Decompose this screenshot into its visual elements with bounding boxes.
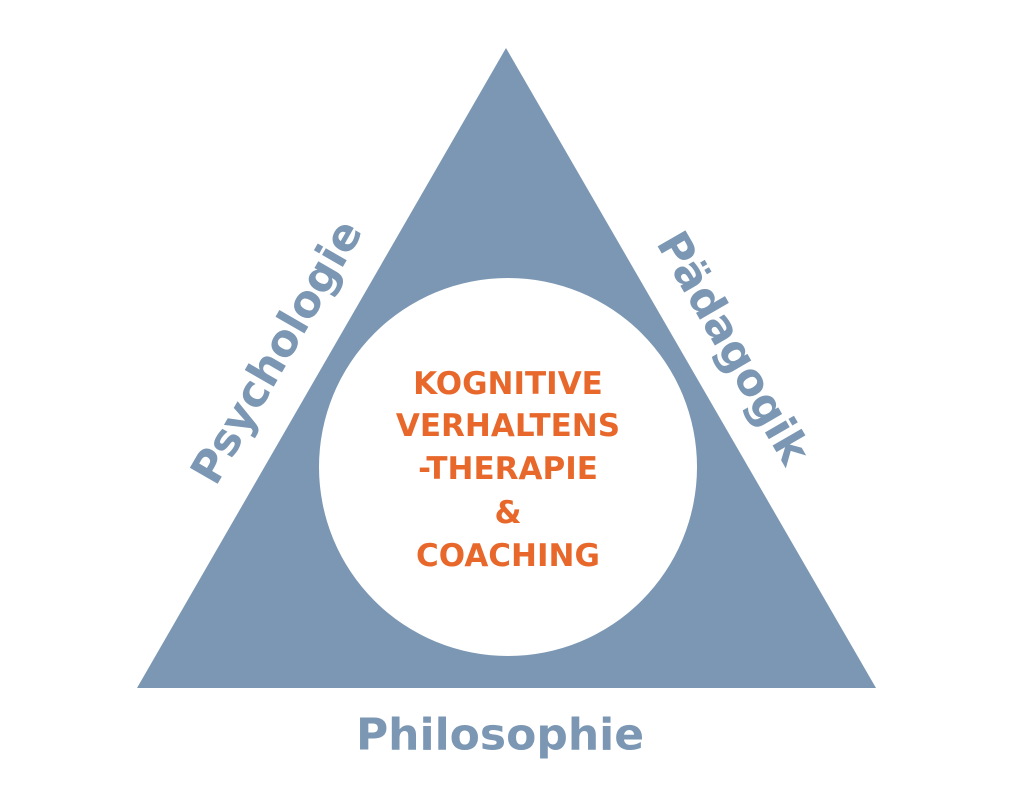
center-line-3: -THERAPIE: [418, 451, 598, 487]
center-text-block: KOGNITIVE VERHALTENS -THERAPIE & COACHIN…: [396, 366, 620, 574]
center-line-5: COACHING: [416, 538, 600, 574]
center-circle: [319, 278, 697, 656]
label-philosophie: Philosophie: [356, 710, 644, 761]
center-line-1: KOGNITIVE: [413, 366, 603, 402]
center-line-4: &: [494, 495, 521, 531]
center-line-2: VERHALTENS: [396, 408, 620, 444]
